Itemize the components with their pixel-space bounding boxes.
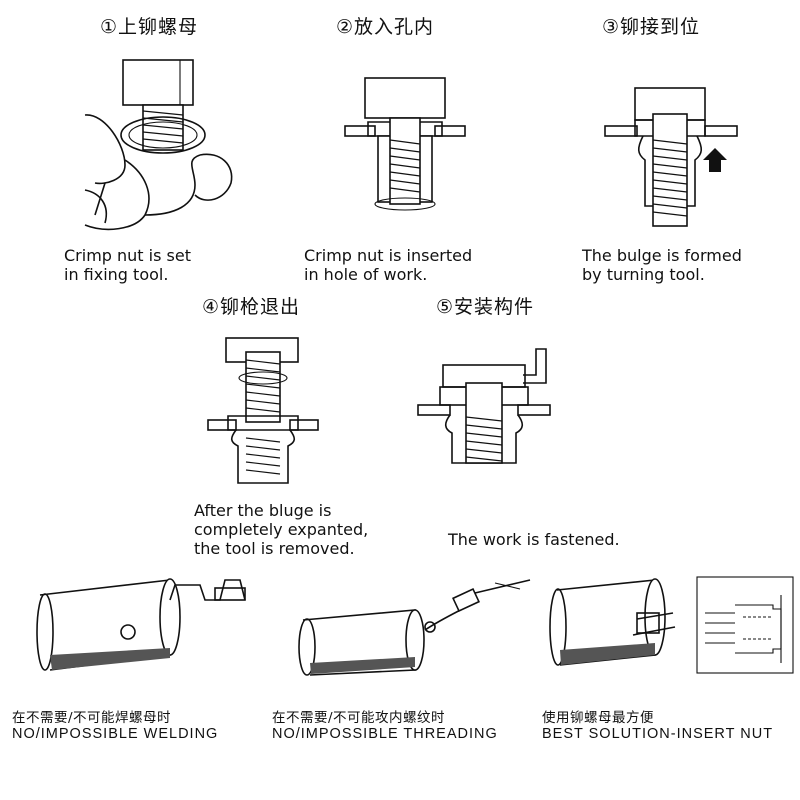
step-4-caption: After the bluge is completely expanted, …: [194, 501, 369, 558]
step-2-illustration: [344, 77, 466, 211]
insert-nut-illustration: [549, 578, 676, 666]
threading-label-en: NO/IMPOSSIBLE THREADING: [272, 726, 498, 742]
step-1-title: ①上铆螺母: [100, 16, 199, 38]
step-2-title: ②放入孔内: [336, 16, 435, 38]
step-5-caption: The work is fastened.: [448, 530, 620, 549]
step-5-illustration: [417, 348, 551, 464]
step-5-title: ⑤安装构件: [436, 296, 535, 318]
threading-illustration: [298, 579, 531, 676]
insert-nut-detail-diagram: [696, 576, 794, 674]
step-1-caption: Crimp nut is set in fixing tool.: [64, 246, 191, 284]
welding-label-en: NO/IMPOSSIBLE WELDING: [12, 726, 219, 742]
insert-nut-label-cn: 使用铆螺母最方便: [542, 710, 654, 726]
insert-nut-label-en: BEST SOLUTION-INSERT NUT: [542, 726, 774, 742]
step-1-illustration: [84, 59, 233, 231]
step-3-caption: The bulge is formed by turning tool.: [582, 246, 742, 284]
welding-illustration: [36, 578, 246, 671]
step-3-title: ③铆接到位: [602, 16, 701, 38]
step-4-illustration: [207, 337, 319, 484]
step-3-illustration: [604, 87, 738, 227]
threading-label-cn: 在不需要/不可能攻内螺纹时: [272, 710, 446, 726]
step-4-title: ④铆枪退出: [202, 296, 301, 318]
step-2-caption: Crimp nut is inserted in hole of work.: [304, 246, 473, 284]
welding-label-cn: 在不需要/不可能焊螺母时: [12, 710, 172, 726]
